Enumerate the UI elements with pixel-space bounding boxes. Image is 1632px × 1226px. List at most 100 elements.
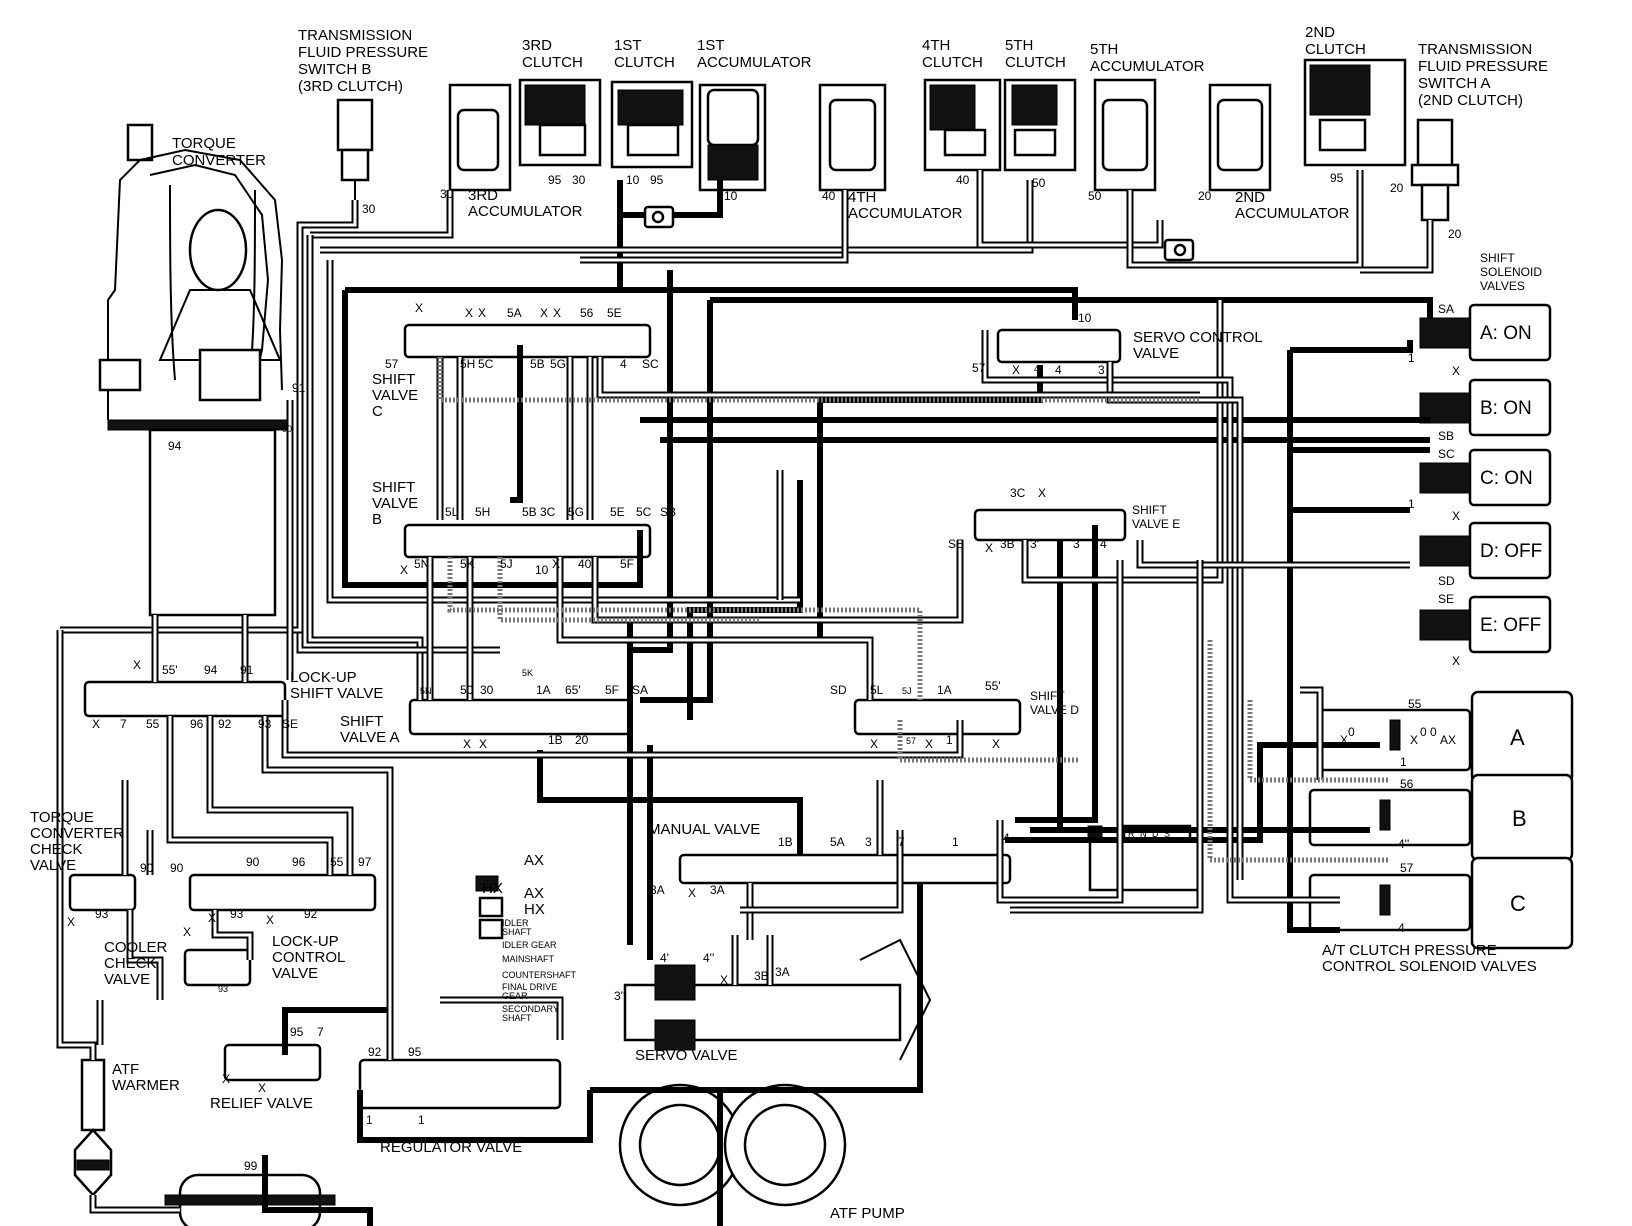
svg-text:X: X [222,1072,230,1086]
accumulator-5th-label: 5TH ACCUMULATOR [1090,41,1205,75]
svg-text:FLUID PRESSURE: FLUID PRESSURE [1418,58,1548,75]
svg-text:1B: 1B [778,835,793,849]
svg-text:20: 20 [575,733,589,747]
svg-text:93: 93 [258,717,272,731]
svg-text:30: 30 [572,173,586,187]
svg-text:94: 94 [168,439,182,453]
svg-text:94: 94 [204,663,218,677]
svg-text:5N: 5N [414,557,429,571]
solenoid-labels: A: ON B: ON C: ON D: OFF E: OFF SA SB SC… [1408,302,1542,668]
svg-text:1ST: 1ST [614,37,642,54]
pcs-c-label: C [1510,891,1526,916]
svg-text:X: X [1012,363,1020,377]
svg-text:ACCUMULATOR: ACCUMULATOR [697,54,812,71]
svg-text:X: X [183,925,191,939]
svg-text:5A: 5A [507,306,522,320]
svg-text:5K: 5K [460,557,475,571]
svg-text:1: 1 [1408,497,1415,511]
svg-text:20: 20 [1448,227,1462,241]
svg-text:SD: SD [830,683,847,697]
svg-text:SA: SA [632,683,648,697]
accumulator-3rd [448,83,512,192]
regulator-valve-label: REGULATOR VALVE [380,1139,522,1156]
svg-text:95: 95 [408,1045,422,1059]
svg-text:5L: 5L [870,683,884,697]
svg-text:SA: SA [1438,302,1454,316]
svg-text:4TH: 4TH [922,37,950,54]
svg-text:CLUTCH: CLUTCH [614,54,675,71]
svg-text:VALVE: VALVE [1133,345,1179,362]
pcs-labels: A B C 55 56 57 1 4'' 4 X 0 X 0 0 AX [1340,697,1527,935]
svg-text:95: 95 [290,1025,304,1039]
svg-text:3: 3 [865,835,872,849]
svg-text:CLUTCH: CLUTCH [522,54,583,71]
svg-text:FINAL DRIVE: FINAL DRIVE [502,982,557,992]
svg-text:SC: SC [642,357,659,371]
svg-text:65': 65' [565,683,581,697]
main-pressure-lines [262,180,1433,1226]
svg-text:90: 90 [282,424,292,434]
svg-text:92: 92 [368,1045,382,1059]
svg-text:4': 4' [1034,364,1041,374]
accumulator-1st [698,83,767,192]
svg-text:93: 93 [95,907,109,921]
svg-text:55: 55 [146,717,160,731]
svg-text:X: X [1452,654,1460,668]
servo-valve [623,938,932,1061]
pcs-a-label: A [1510,725,1525,750]
shift-valve-c-label: SHIFT VALVE C [372,371,418,420]
svg-text:95: 95 [1330,171,1344,185]
cooler-check-valve-label: COOLER CHECK VALVE [104,939,168,988]
clutch-4th-label: 4TH CLUTCH [922,37,983,71]
svg-text:SERVO CONTROL: SERVO CONTROL [1133,329,1263,346]
svg-text:90: 90 [246,855,260,869]
svg-text:CLUTCH: CLUTCH [922,54,983,71]
manual-valve-body [678,853,1012,885]
svg-text:X: X [1452,364,1460,378]
svg-text:SD: SD [1438,574,1455,588]
svg-text:40: 40 [822,189,836,203]
solenoid-a-state: A: ON [1480,323,1532,344]
converter-reservoir [148,428,277,617]
svg-text:5J: 5J [902,686,912,696]
svg-text:X: X [1340,733,1348,747]
svg-text:57: 57 [906,736,916,746]
svg-text:IDLER: IDLER [502,918,529,928]
svg-text:4TH: 4TH [848,189,876,206]
svg-text:5TH: 5TH [1005,37,1033,54]
svg-text:(2ND CLUTCH): (2ND CLUTCH) [1418,92,1523,109]
svg-text:50: 50 [1088,189,1102,203]
svg-text:2ND: 2ND [1305,24,1335,41]
svg-text:4'': 4'' [703,951,714,965]
lockup-shift-valve-body [83,680,287,718]
svg-text:0: 0 [1430,725,1437,739]
svg-text:4: 4 [620,357,627,371]
svg-text:X: X [479,737,487,751]
svg-text:SHIFT: SHIFT [372,371,415,388]
svg-text:ACCUMULATOR: ACCUMULATOR [468,203,583,220]
svg-text:57: 57 [972,361,986,375]
svg-text:3': 3' [1030,537,1039,551]
svg-text:40: 40 [578,557,592,571]
svg-text:GEAR: GEAR [502,991,528,1001]
svg-text:CLUTCH: CLUTCH [1005,54,1066,71]
solenoid-e-state: E: OFF [1480,615,1541,636]
svg-text:20: 20 [1390,181,1404,195]
port-labels-regulator: 92 95 1 1 99 [244,1045,425,1173]
svg-text:IDLER GEAR: IDLER GEAR [502,940,557,950]
accumulator-4th-label: 4TH ACCUMULATOR [848,189,963,222]
svg-text:5C: 5C [478,357,494,371]
gear-n: N [1140,829,1147,839]
svg-text:1: 1 [1400,755,1407,769]
port-labels-shift-c: X X X 5A X X 56 5E 57 5H 5C 5B 5G 4 SC [385,301,659,371]
svg-text:X: X [870,737,878,751]
shift-valve-b-label: SHIFT VALVE B [372,479,418,528]
svg-text:95: 95 [650,173,664,187]
svg-text:TORQUE: TORQUE [30,809,94,826]
svg-text:1: 1 [946,733,953,747]
svg-text:X: X [266,913,274,927]
svg-text:TRANSMISSION: TRANSMISSION [298,27,412,44]
clutch-5th-label: 5TH CLUTCH [1005,37,1066,71]
accumulator-1st-label: 1ST ACCUMULATOR [697,37,812,71]
relief-valve-body [223,1043,322,1082]
